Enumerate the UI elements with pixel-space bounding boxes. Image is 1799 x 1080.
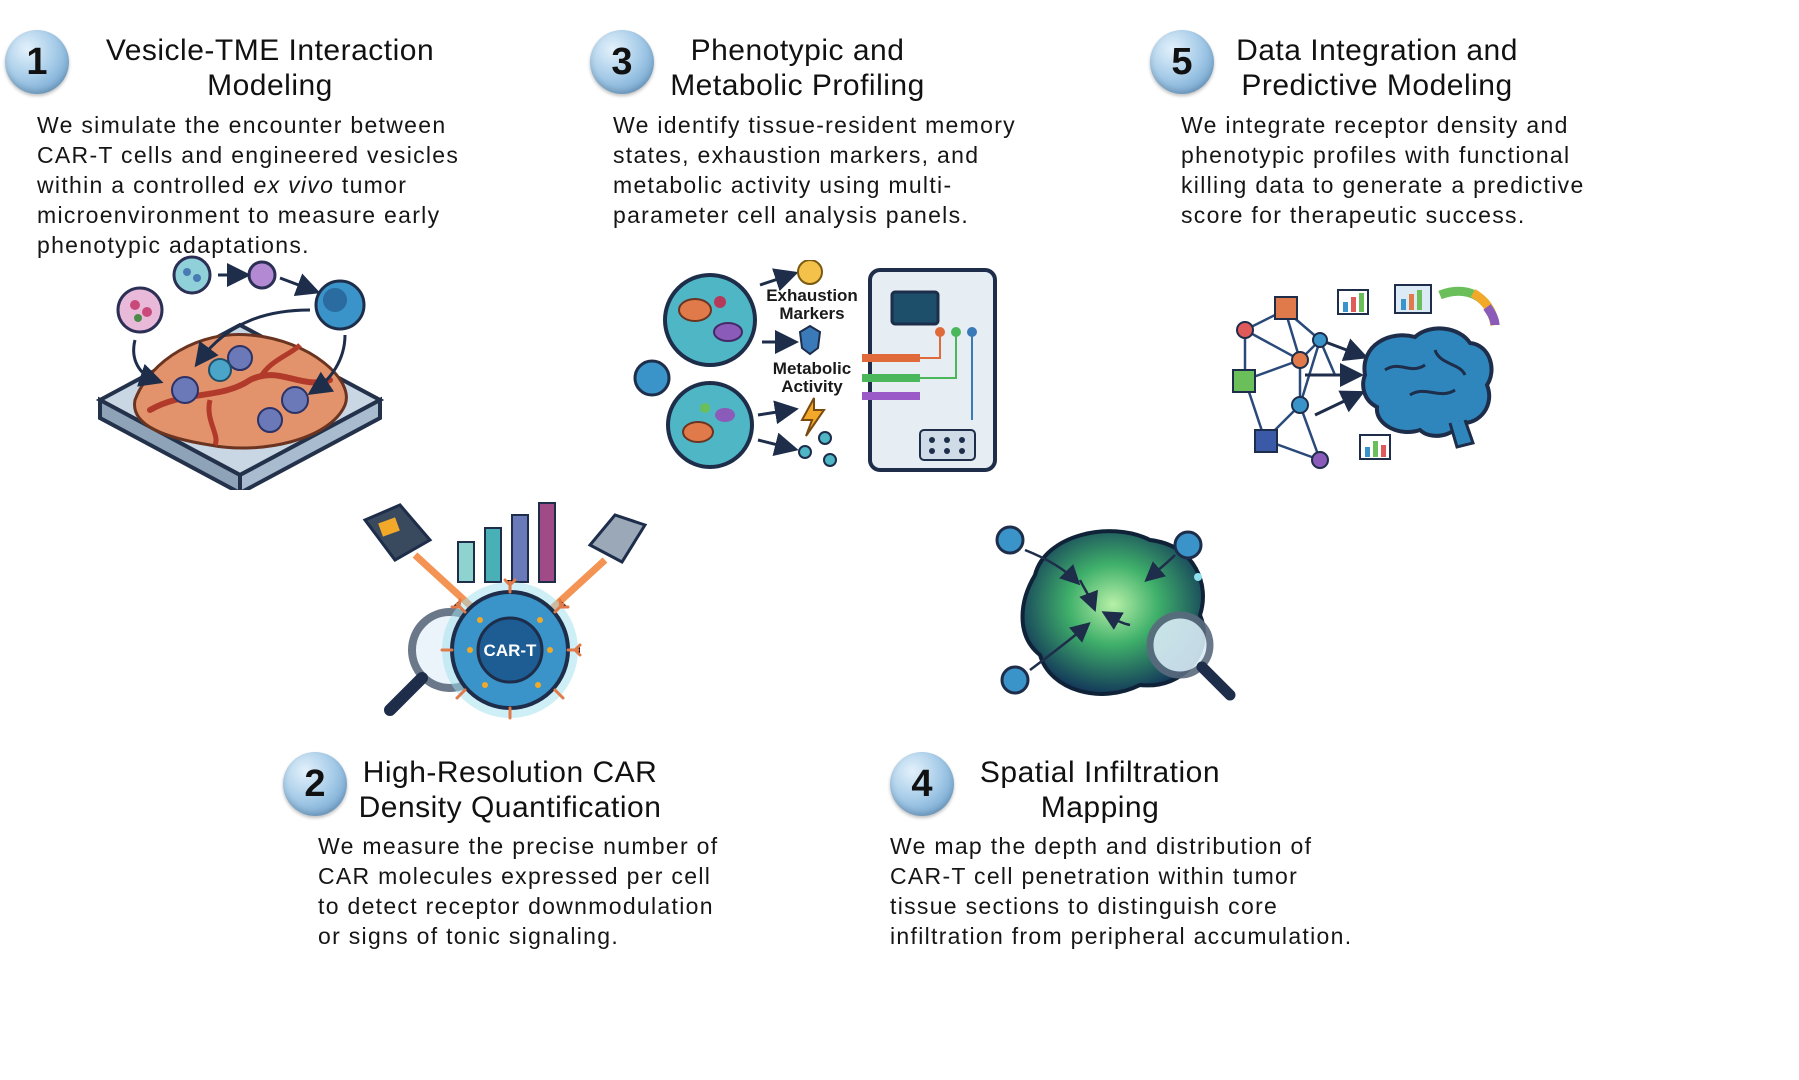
metabolic-label-line-2: Activity [781,377,843,396]
predictive-modeling-illustration [1232,284,1500,469]
step-4-badge: 4 [890,752,954,816]
step-3-description: We identify tissue-resident memory state… [613,112,1016,228]
tumor-tissue-illustration [95,255,385,490]
exhaustion-label-line-1: Exhaustion [766,286,858,305]
step-1-badge: 1 [5,30,69,94]
step-2-description: We measure the precise number of CAR mol… [318,833,719,949]
phenotypic-profiling-illustration: Exhaustion Markers Metabolic Activity [633,260,997,472]
step-3-title: Phenotypic and Metabolic Profiling [670,34,925,102]
step-4-description: We map the depth and distribution of CAR… [890,833,1353,949]
car-t-label: CAR-T [484,641,537,660]
step-1-description: We simulate the encounter between CAR-T … [37,112,460,258]
step-4-title: Spatial Infiltration Mapping [979,756,1221,824]
step-5-title: Data Integration and Predictive Modeling [1236,34,1518,102]
step-2-badge: 2 [283,752,347,816]
step-5-badge: 5 [1150,30,1214,94]
car-density-illustration: CAR-T [362,502,648,720]
metabolic-label-line-1: Metabolic [773,359,851,378]
step-5-description: We integrate receptor density and phenot… [1181,112,1585,228]
spatial-infiltration-illustration [995,525,1236,701]
exhaustion-label-line-2: Markers [779,304,844,323]
step-2-title: High-Resolution CAR Density Quantificati… [358,756,662,824]
step-3-badge: 3 [590,30,654,94]
step-1-title: Vesicle-TME Interaction Modeling [105,34,435,102]
